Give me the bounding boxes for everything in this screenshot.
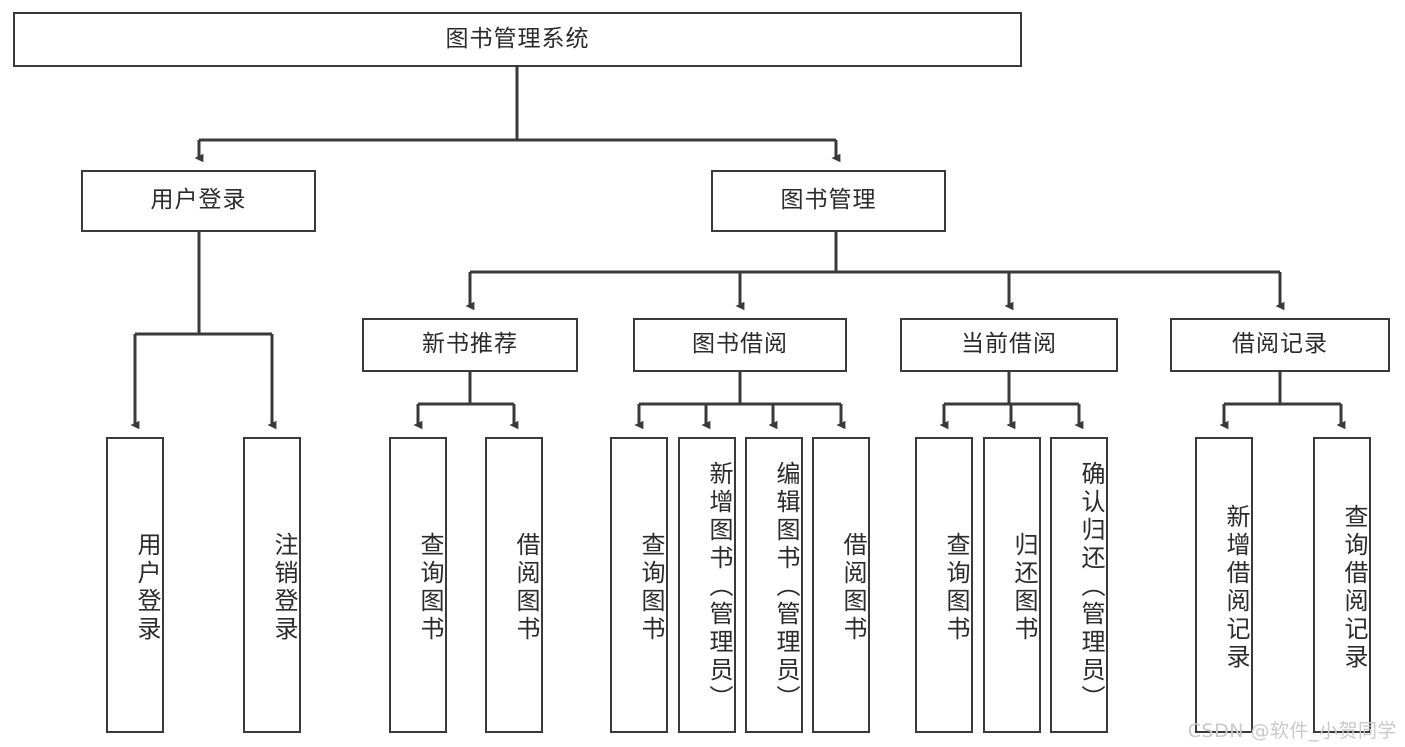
node-root-book-management-system[interactable]: 图书管理系统 bbox=[13, 12, 1022, 67]
node-label: 编辑图书（管理员） bbox=[772, 461, 800, 713]
node-leaf-return-book[interactable]: 归还图书 bbox=[983, 437, 1041, 733]
node-new-book-recommendation[interactable]: 新书推荐 bbox=[362, 318, 578, 372]
node-label: 当前借阅 bbox=[961, 331, 1057, 358]
node-label: 查询借阅记录 bbox=[1340, 504, 1368, 672]
node-label: 查询图书 bbox=[416, 532, 444, 644]
node-current-borrowing[interactable]: 当前借阅 bbox=[900, 318, 1118, 372]
node-leaf-confirm-return-admin[interactable]: 确认归还（管理员） bbox=[1050, 437, 1108, 733]
node-label: 图书管理系统 bbox=[445, 25, 590, 52]
node-borrowing-records[interactable]: 借阅记录 bbox=[1170, 318, 1390, 372]
node-leaf-edit-book-admin[interactable]: 编辑图书（管理员） bbox=[745, 437, 803, 733]
node-label: 新增借阅记录 bbox=[1222, 504, 1250, 672]
node-book-borrowing[interactable]: 图书借阅 bbox=[633, 318, 847, 372]
node-label: 图书借阅 bbox=[692, 331, 788, 358]
node-leaf-logout[interactable]: 注销登录 bbox=[243, 437, 301, 733]
node-user-login[interactable]: 用户登录 bbox=[81, 170, 316, 232]
node-label: 新增图书（管理员） bbox=[705, 461, 733, 713]
csdn-watermark: CSDN @软件_小贺同学 bbox=[1187, 720, 1397, 742]
node-leaf-query-book-recommendation[interactable]: 查询图书 bbox=[389, 437, 447, 733]
node-label: 查询图书 bbox=[942, 532, 970, 644]
node-leaf-query-book-borrowing[interactable]: 查询图书 bbox=[610, 437, 668, 733]
node-label: 新书推荐 bbox=[422, 331, 518, 358]
node-leaf-query-borrow-record[interactable]: 查询借阅记录 bbox=[1313, 437, 1371, 733]
node-leaf-borrow-book-borrowing[interactable]: 借阅图书 bbox=[812, 437, 870, 733]
node-book-management[interactable]: 图书管理 bbox=[711, 170, 946, 232]
node-leaf-borrow-book-recommendation[interactable]: 借阅图书 bbox=[485, 437, 543, 733]
node-leaf-user-login[interactable]: 用户登录 bbox=[106, 437, 164, 733]
node-label: 用户登录 bbox=[133, 532, 161, 644]
node-label: 确认归还（管理员） bbox=[1077, 461, 1105, 713]
node-label: 图书管理 bbox=[780, 187, 877, 214]
node-label: 借阅图书 bbox=[512, 532, 540, 644]
node-label: 借阅记录 bbox=[1232, 331, 1328, 358]
node-label: 用户登录 bbox=[150, 187, 247, 214]
node-leaf-add-borrow-record[interactable]: 新增借阅记录 bbox=[1195, 437, 1253, 733]
node-label: 归还图书 bbox=[1010, 532, 1038, 644]
node-leaf-query-book-current[interactable]: 查询图书 bbox=[915, 437, 973, 733]
node-label: 注销登录 bbox=[270, 532, 298, 644]
node-label: 借阅图书 bbox=[839, 532, 867, 644]
node-leaf-add-book-admin[interactable]: 新增图书（管理员） bbox=[678, 437, 736, 733]
node-label: 查询图书 bbox=[637, 532, 665, 644]
